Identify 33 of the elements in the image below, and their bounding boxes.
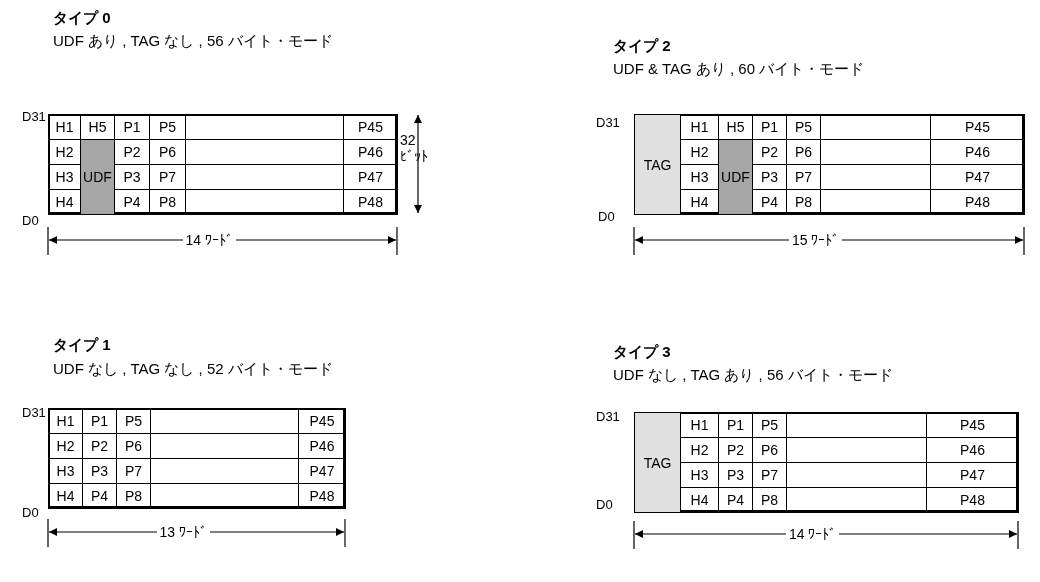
heading: タイプ 2 <box>613 37 671 55</box>
data-table <box>634 114 1024 214</box>
dimension-label: 14 ﾜｰﾄﾞ <box>182 232 236 248</box>
subtitle: UDF なし , TAG あり , 56 バイト・モード <box>613 366 893 384</box>
bit-label: D0 <box>598 208 615 226</box>
table-cell: P48 <box>930 189 1025 215</box>
udf-field: UDF <box>80 139 115 215</box>
tag-field: TAG <box>634 114 681 215</box>
table-cell: P48 <box>298 483 346 509</box>
data-table <box>48 114 397 214</box>
bit-label: D31 <box>596 408 620 426</box>
bit-label: D0 <box>22 504 39 522</box>
bit-label: D0 <box>22 212 39 230</box>
bit-label: D31 <box>22 108 46 126</box>
heading: タイプ 0 <box>53 9 111 27</box>
heading: タイプ 3 <box>613 343 671 361</box>
bit-label: D31 <box>596 114 620 132</box>
dimension-label: 32 ﾋﾞｯﾄ <box>400 132 429 164</box>
data-table <box>634 412 1018 512</box>
dimension-label: 15 ﾜｰﾄﾞ <box>789 232 843 248</box>
table-cell: P48 <box>926 487 1019 513</box>
data-table <box>48 408 345 508</box>
bit-label: D0 <box>596 496 613 514</box>
dimension-label: 13 ﾜｰﾄﾞ <box>156 524 210 540</box>
subtitle: UDF あり , TAG なし , 56 バイト・モード <box>53 32 333 50</box>
subtitle: UDF & TAG あり , 60 バイト・モード <box>613 60 865 78</box>
tag-field: TAG <box>634 412 681 513</box>
subtitle: UDF なし , TAG なし , 52 バイト・モード <box>53 360 333 378</box>
bit-label: D31 <box>22 404 46 422</box>
udf-field: UDF <box>718 139 753 215</box>
dimension-label: 14 ﾜｰﾄﾞ <box>786 526 840 542</box>
table-cell: P48 <box>343 189 398 215</box>
heading: タイプ 1 <box>53 336 111 354</box>
